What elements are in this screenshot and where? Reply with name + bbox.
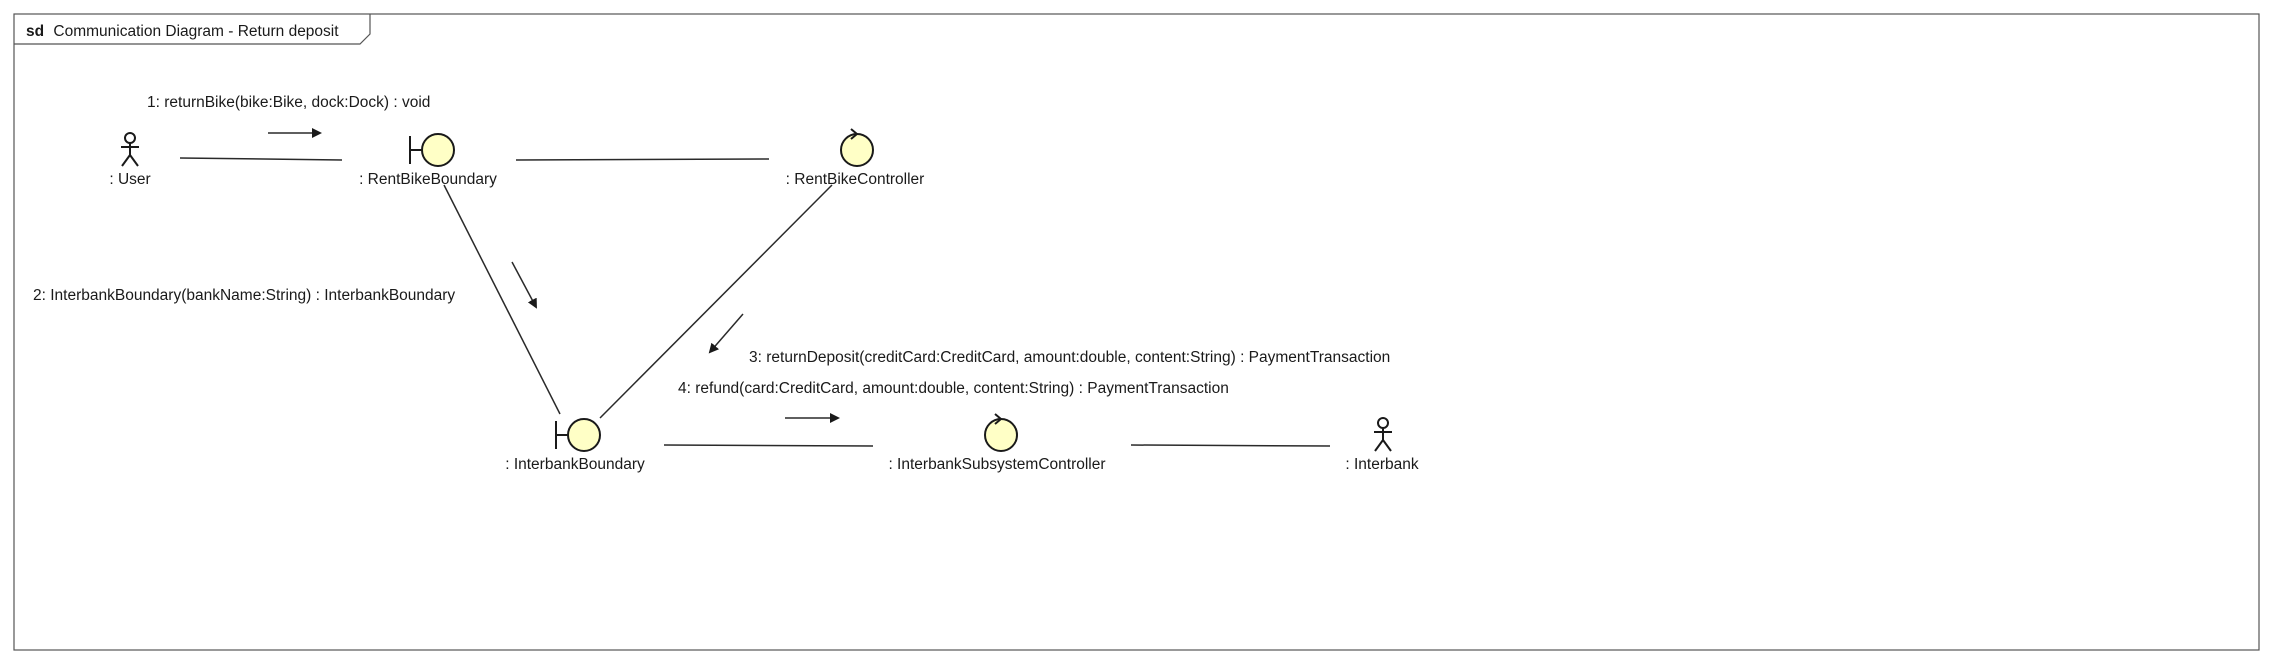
frame-keyword: sd — [26, 23, 44, 40]
rentbikeboundary-object[interactable]: : RentBikeBoundary — [359, 133, 497, 188]
actor-icon — [1374, 417, 1392, 452]
rentbikeboundary-label: : RentBikeBoundary — [359, 171, 497, 188]
frame-label: sd Communication Diagram - Return deposi… — [26, 23, 339, 40]
interbanksubsystemcontroller-object[interactable]: : InterbankSubsystemController — [888, 413, 1106, 473]
interbanksubsystemcontroller-label: : InterbankSubsystemController — [888, 456, 1105, 473]
boundary-icon — [555, 418, 601, 452]
rentbikecontroller-label: : RentBikeController — [786, 171, 925, 188]
link-interbankboundary-subsystemcontroller — [663, 444, 874, 447]
controller-icon — [984, 413, 1018, 452]
message-3-arrow — [708, 313, 744, 354]
link-rentbikeboundary-rentbikecontroller — [515, 158, 770, 161]
link-subsystemcontroller-interbank — [1130, 444, 1331, 447]
boundary-icon — [409, 133, 455, 167]
link-user-rentbikeboundary — [179, 157, 343, 161]
message-2-arrow — [511, 261, 537, 309]
message-4-label: 4: refund(card:CreditCard, amount:double… — [678, 380, 1229, 397]
frame-title: Communication Diagram - Return deposit — [53, 23, 339, 40]
actor-icon — [121, 132, 139, 167]
interbank-actor[interactable]: : Interbank — [1345, 417, 1419, 473]
interbankboundary-label: : InterbankBoundary — [505, 456, 645, 473]
message-3-label: 3: returnDeposit(creditCard:CreditCard, … — [749, 349, 1390, 366]
diagram-frame: sd Communication Diagram - Return deposi… — [13, 13, 2260, 651]
interbankboundary-object[interactable]: : InterbankBoundary — [505, 418, 645, 473]
message-2-label: 2: InterbankBoundary(bankName:String) : … — [33, 287, 455, 304]
link-rentbikecontroller-interbankboundary — [599, 184, 833, 419]
rentbikecontroller-object[interactable]: : RentBikeController — [786, 128, 925, 188]
link-rentbikeboundary-interbankboundary — [443, 184, 561, 415]
controller-icon — [840, 128, 874, 167]
interbank-label: : Interbank — [1345, 456, 1418, 473]
user-label: : User — [109, 171, 150, 188]
user-actor[interactable]: : User — [109, 132, 151, 188]
message-1-label: 1: returnBike(bike:Bike, dock:Dock) : vo… — [147, 94, 430, 111]
